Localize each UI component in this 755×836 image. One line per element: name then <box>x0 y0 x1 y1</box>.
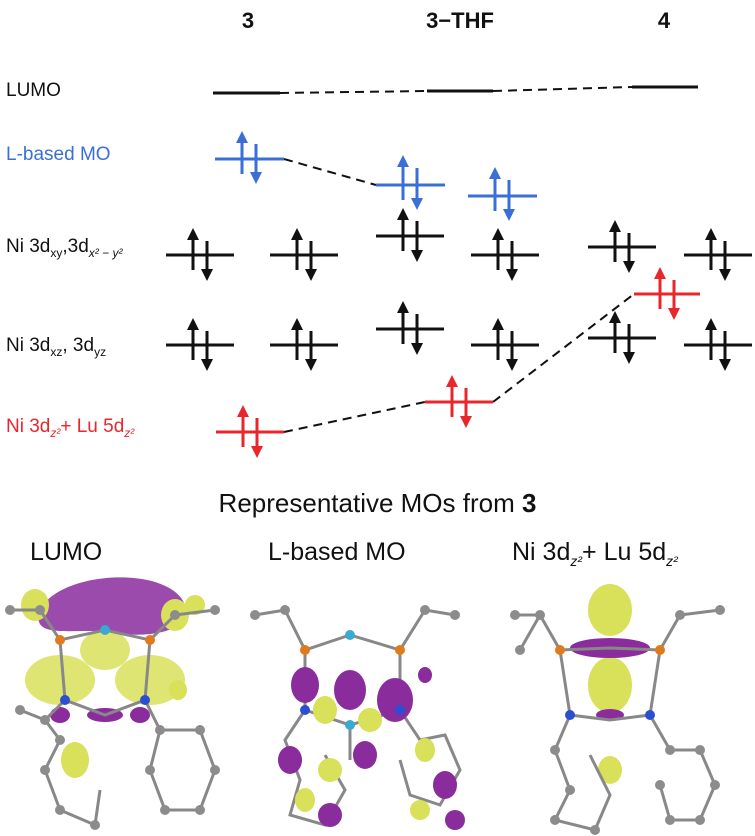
l-based-mo-levels <box>215 131 537 221</box>
row-label-ni-dxz-dyz: Ni 3dxz, 3dyz <box>6 335 107 359</box>
ni-dxz-levels <box>166 301 752 371</box>
section-title: Representative MOs from 3 <box>218 488 537 518</box>
row-label-ni-dxy-dx2y2: Ni 3dxy,3dx² − y² <box>6 236 123 260</box>
l-based-level-3 <box>215 131 284 184</box>
l-based-level-3-thf-a <box>376 155 445 210</box>
l-based-level-3-thf-b <box>468 167 537 221</box>
lumo-molecule-image <box>5 577 220 830</box>
l-based-mo-molecule-image <box>250 605 465 830</box>
mo-title-ni-lu-dz2: Ni 3dz²+ Lu 5dz² <box>512 538 678 569</box>
column-header-3: 3 <box>241 8 255 33</box>
ni-lu-dz2-levels <box>216 267 700 458</box>
lumo-correlation-lines <box>279 86 633 94</box>
column-header-3-thf: 3−THF <box>426 8 494 33</box>
mo-title-lumo: LUMO <box>30 538 103 566</box>
ni-dxy-levels <box>166 208 752 281</box>
row-label-l-based-mo: L-based MO <box>6 144 111 165</box>
mo-title-l-based-mo: L-based MO <box>268 538 406 566</box>
row-label-ni-dz2-lu-dz2: Ni 3dz²+ Lu 5dz² <box>6 416 135 440</box>
correlation-lines <box>283 158 635 433</box>
mo-energy-diagram <box>166 85 752 458</box>
mo-renderings <box>5 577 725 835</box>
row-label-lumo: LUMO <box>6 80 61 101</box>
column-header-4: 4 <box>657 8 671 33</box>
lumo-levels <box>213 85 698 95</box>
ni-lu-dz2-molecule-image <box>510 584 725 835</box>
